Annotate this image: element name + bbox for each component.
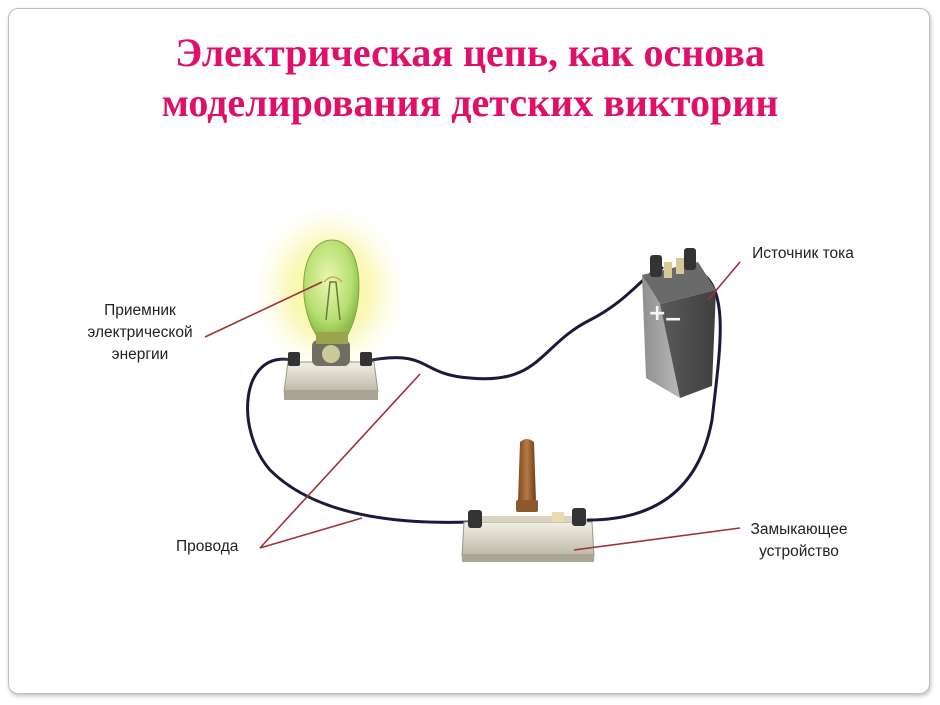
pointer-wire-upper	[259, 373, 421, 549]
label-receiver: Приемник электрической энергии	[70, 300, 210, 366]
wires	[246, 266, 722, 524]
title-line-2: моделирования детских викторин	[161, 80, 779, 125]
label-switch-line-2: устройство	[759, 543, 839, 560]
label-receiver-line-2: электрической	[87, 324, 193, 341]
slide-title: Электрическая цепь, как основа моделиров…	[60, 28, 880, 128]
wire-bulb-to-battery	[370, 266, 664, 381]
label-receiver-line-1: Приемник	[104, 302, 176, 319]
label-wires: Провода	[176, 536, 260, 558]
label-wires-text: Провода	[176, 538, 239, 555]
battery-minus-sign: −	[664, 307, 682, 332]
battery: + −	[642, 248, 716, 398]
pointer-switch	[573, 527, 741, 551]
wire-battery-to-switch	[586, 270, 722, 522]
pointer-lines	[204, 261, 741, 551]
pointer-receiver	[204, 281, 323, 338]
bulb-holder	[283, 340, 379, 400]
title-line-1: Электрическая цепь, как основа	[175, 30, 765, 75]
wire-bulb-left	[246, 357, 472, 524]
label-switch: Замыкающее устройство	[740, 519, 858, 563]
pointer-source	[707, 261, 741, 301]
switch-device	[461, 439, 595, 562]
label-switch-line-1: Замыкающее	[750, 521, 848, 538]
label-source-text: Источник тока	[752, 245, 854, 262]
label-receiver-line-3: энергии	[111, 346, 169, 363]
slide-frame	[8, 8, 930, 694]
battery-plus-sign: +	[648, 301, 666, 326]
label-source: Источник тока	[738, 243, 868, 265]
pointer-wire-lower	[259, 517, 363, 549]
light-bulb	[303, 239, 360, 344]
